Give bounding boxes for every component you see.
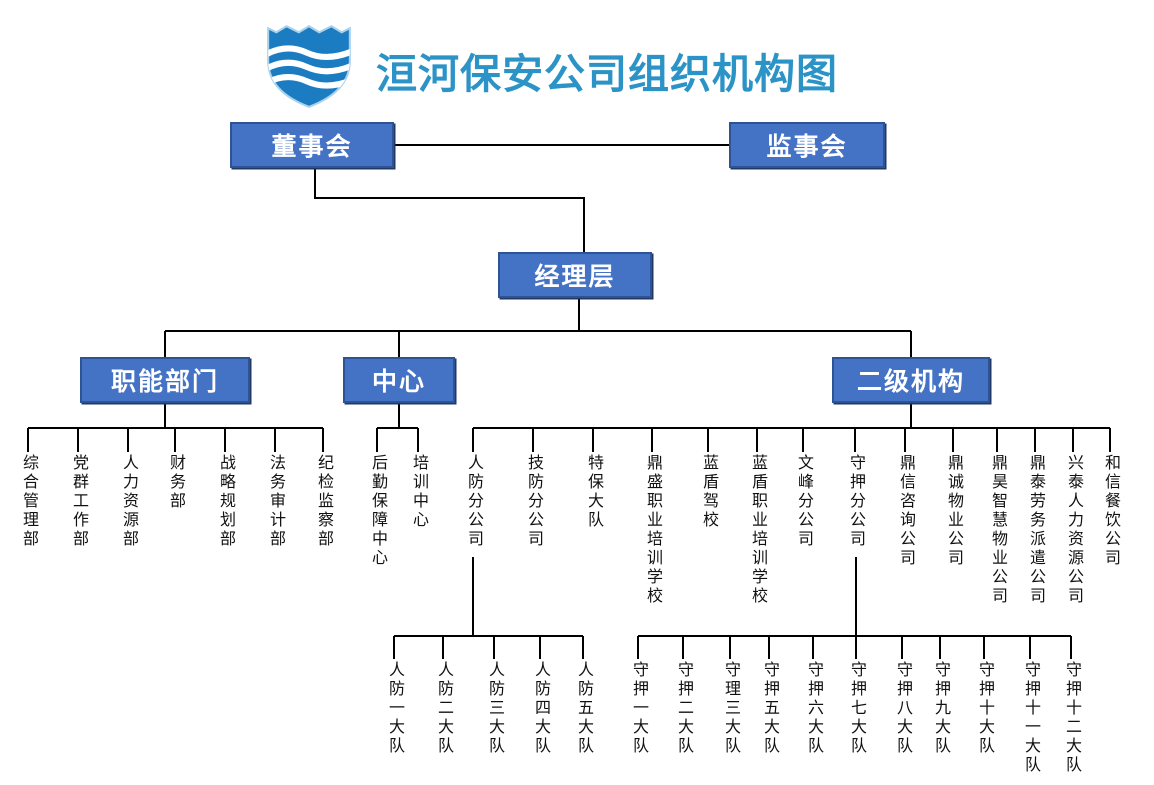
dept-label: 法务审计部 [267,454,284,549]
dept-label: 党群工作部 [70,454,87,549]
institution-label: 文峰分公司 [795,454,812,549]
dept-label: 综合管理部 [20,454,37,549]
center-label: 培训中心 [410,454,427,530]
shouya-brigade-label: 守押七大队 [848,661,865,756]
dept-label: 财务部 [167,454,184,511]
dept-label: 纪检监察部 [315,454,332,549]
institution-label: 兴泰人力资源公司 [1065,454,1082,606]
shouya-brigade-label: 守理三大队 [722,661,739,756]
institution-label: 鼎泰劳务派遣公司 [1027,454,1044,606]
shouya-brigade-label: 守押十二大队 [1063,661,1080,775]
renfang-brigade-label: 人防三大队 [486,661,503,756]
institution-label: 蓝盾驾校 [700,454,717,530]
institution-label: 守押分公司 [847,454,864,549]
institution-label: 技防分公司 [525,454,542,549]
renfang-brigade-label: 人防一大队 [386,661,403,756]
center-label: 后勤保障中心 [369,454,386,568]
node-functional-group: 职能部门 [80,357,250,403]
dept-label: 人力资源部 [120,454,137,549]
node-secondary-group: 二级机构 [832,357,990,403]
shouya-brigade-label: 守押五大队 [761,661,778,756]
renfang-brigade-label: 人防五大队 [575,661,592,756]
institution-label: 鼎诚物业公司 [945,454,962,568]
renfang-brigade-label: 人防二大队 [435,661,452,756]
shouya-brigade-label: 守押八大队 [894,661,911,756]
shouya-brigade-label: 守押一大队 [630,661,647,756]
institution-label: 特保大队 [585,454,602,530]
institution-label: 鼎盛职业培训学校 [644,454,661,606]
node-center-group: 中心 [343,357,455,403]
dept-label: 战略规划部 [217,454,234,549]
shield-waves-logo-icon [267,24,351,108]
shouya-brigade-label: 守押十一大队 [1022,661,1039,775]
institution-label: 人防分公司 [465,454,482,549]
node-board: 董事会 [230,122,394,168]
shouya-brigade-label: 守押十大队 [976,661,993,756]
institution-label: 鼎昊智慧物业公司 [989,454,1006,606]
institution-label: 鼎信咨询公司 [897,454,914,568]
node-management: 经理层 [498,252,652,298]
institution-label: 和信餐饮公司 [1102,454,1119,568]
shouya-brigade-label: 守押九大队 [932,661,949,756]
shouya-brigade-label: 守押六大队 [805,661,822,756]
node-supervisory: 监事会 [729,122,885,168]
shouya-brigade-label: 守押二大队 [675,661,692,756]
renfang-brigade-label: 人防四大队 [532,661,549,756]
page-title: 洹河保安公司组织机构图 [376,51,838,97]
institution-label: 蓝盾职业培训学校 [749,454,766,606]
